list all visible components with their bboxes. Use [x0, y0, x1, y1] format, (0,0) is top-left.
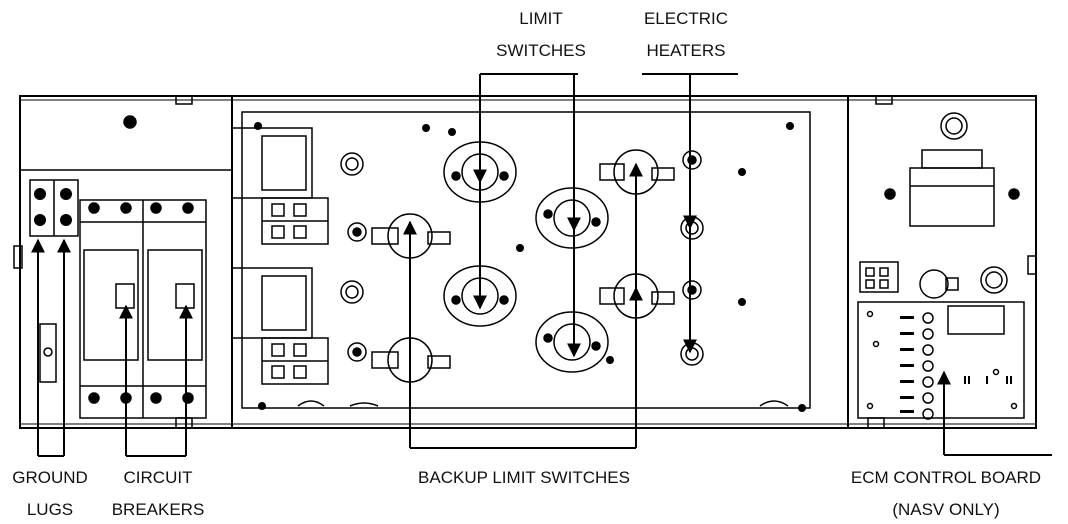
- terminal-blocks: [231, 127, 329, 385]
- ecm-board-traces: [900, 316, 1012, 413]
- leaders-electric-heaters: [642, 73, 738, 354]
- label-electric-heaters-line2: HEATERS: [646, 41, 725, 60]
- label-ground-lugs-line1: GROUND: [12, 468, 88, 487]
- plate-screws: [254, 122, 806, 412]
- label-ground-lugs: GROUND LUGS: [12, 468, 88, 519]
- heater-plate: [241, 111, 811, 409]
- ecm-section: [859, 112, 1020, 299]
- left-panel: [20, 115, 232, 383]
- label-ecm-control-board-line1: ECM CONTROL BOARD: [851, 468, 1041, 487]
- label-limit-switches: LIMIT SWITCHES: [496, 9, 586, 60]
- leaders-ground-lugs: [31, 238, 71, 457]
- label-limit-switches-line1: LIMIT: [519, 9, 562, 28]
- leaders-ecm-control-board: [937, 370, 1052, 456]
- label-ground-lugs-line2: LUGS: [27, 500, 73, 519]
- label-backup-limit-switches: BACKUP LIMIT SWITCHES: [418, 468, 630, 487]
- label-circuit-breakers-line1: CIRCUIT: [124, 468, 193, 487]
- label-electric-heaters-line1: ELECTRIC: [644, 9, 728, 28]
- limit-switch-4: [535, 311, 609, 373]
- circuit-breakers: [79, 199, 207, 419]
- limit-switch-3: [535, 187, 609, 249]
- label-limit-switches-line2: SWITCHES: [496, 41, 586, 60]
- ground-lugs: [34, 188, 72, 226]
- label-ecm-control-board-line2: (NASV ONLY): [892, 500, 999, 519]
- heater-element-studs: [340, 150, 704, 366]
- label-circuit-breakers-line2: BREAKERS: [112, 500, 205, 519]
- label-circuit-breakers: CIRCUIT BREAKERS: [112, 468, 205, 519]
- leaders-circuit-breakers: [119, 304, 193, 457]
- ecm-control-board: [857, 301, 1025, 420]
- leaders-limit-switches: [473, 73, 581, 358]
- leaders-backup-limit-switches: [403, 162, 643, 449]
- label-electric-heaters: ELECTRIC HEATERS: [644, 9, 728, 60]
- label-ecm-control-board: ECM CONTROL BOARD (NASV ONLY): [851, 468, 1041, 519]
